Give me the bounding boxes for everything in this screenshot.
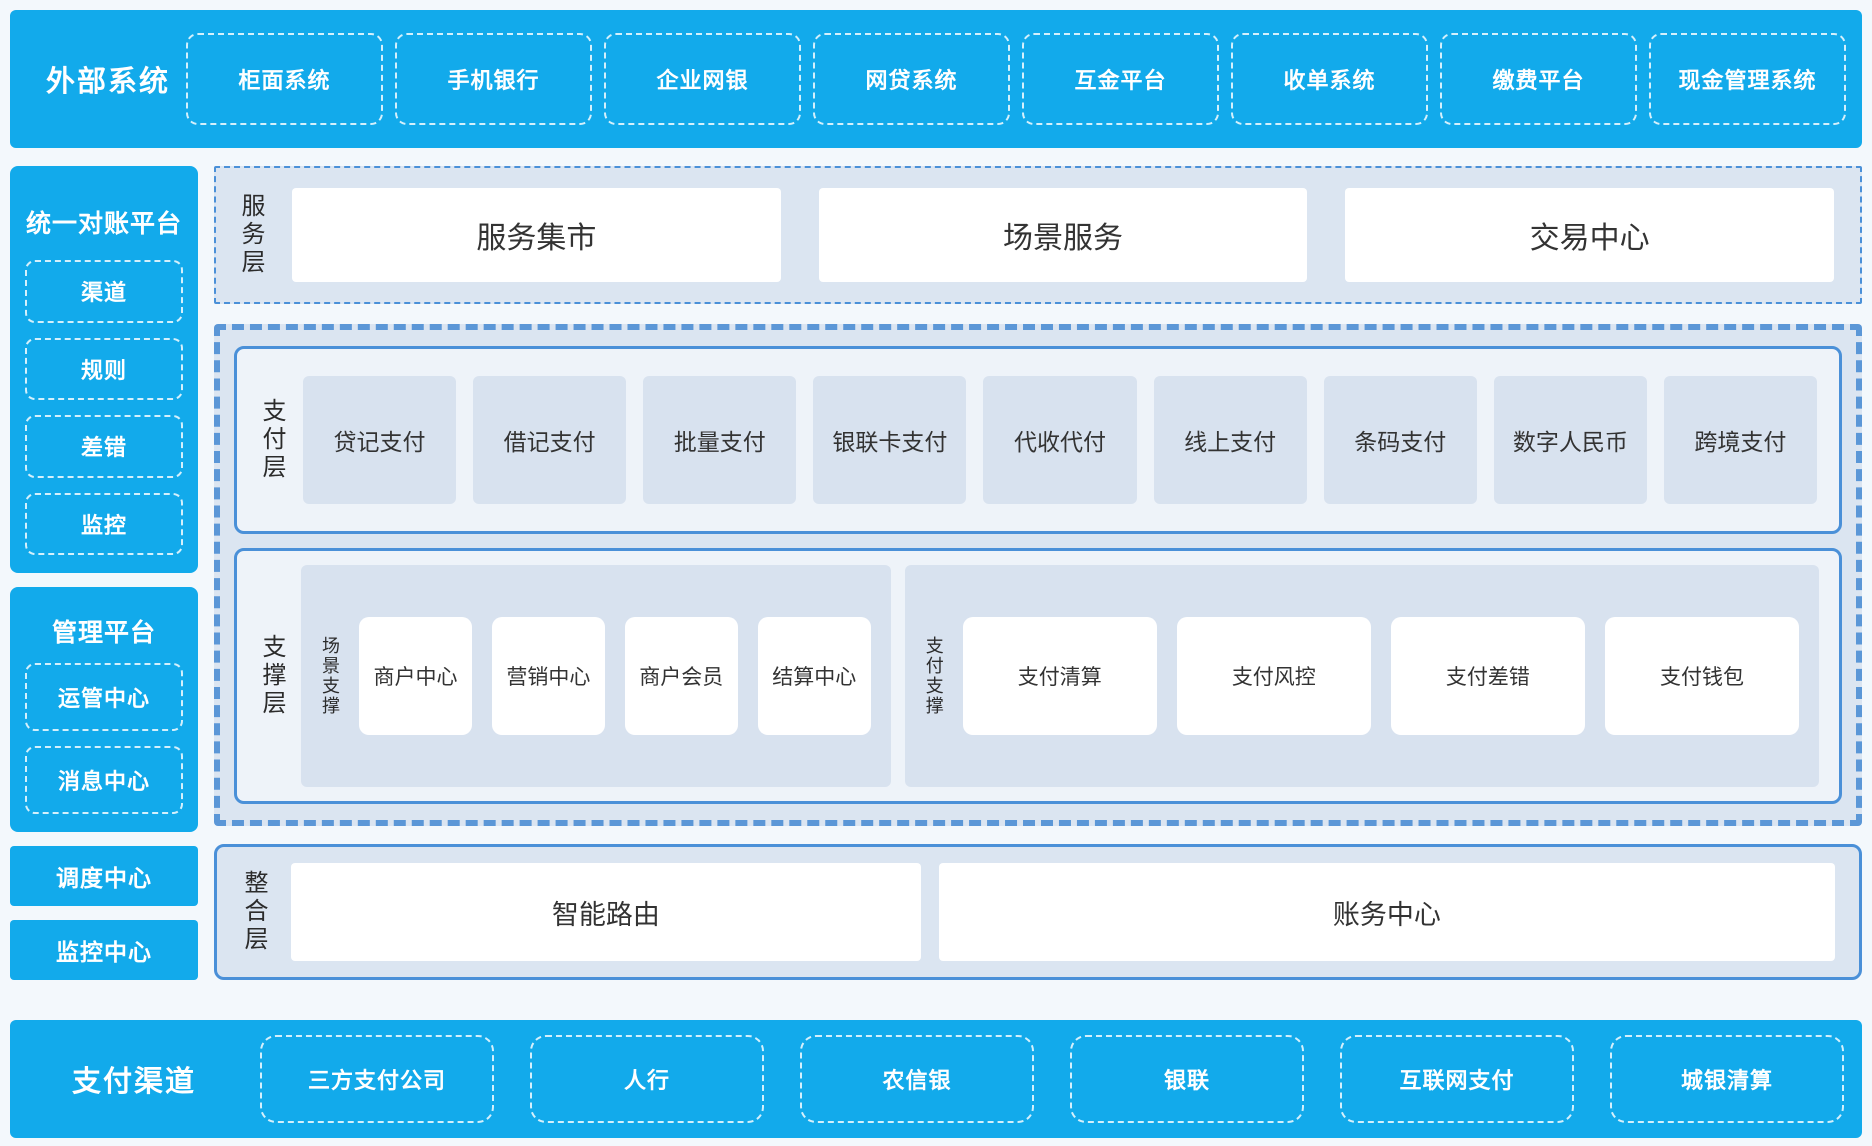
- payment-chip: 线上支付: [1153, 376, 1307, 504]
- payment-chip: 借记支付: [473, 376, 627, 504]
- service-box: 交易中心: [1345, 188, 1835, 282]
- service-box-row: 服务集市场景服务交易中心: [292, 188, 1835, 282]
- reconciliation-chip: 渠道: [25, 260, 183, 323]
- scene-support-label: 场景支撑: [320, 636, 340, 716]
- payment-channel-chip: 三方支付公司: [260, 1035, 495, 1123]
- reconciliation-chip: 差错: [25, 415, 183, 478]
- payment-support-chip: 支付清算: [962, 617, 1157, 735]
- payment-support-chip: 支付差错: [1390, 617, 1585, 735]
- payment-support-chip: 支付钱包: [1604, 617, 1800, 735]
- external-system-chip: 互金平台: [1022, 33, 1220, 125]
- payment-chip: 银联卡支付: [813, 376, 967, 504]
- service-box: 服务集市: [292, 188, 781, 282]
- management-platform-title: 管理平台: [51, 619, 156, 647]
- layers-column: 服务层 服务集市场景服务交易中心 支付层 贷记支付借记支付批量支付银联卡支付代收…: [214, 166, 1862, 980]
- payment-channel-chip: 城银清算: [1610, 1035, 1845, 1123]
- left-sidebar: 统一对账平台 渠道规则差错监控 管理平台 运管中心消息中心 调度中心 监控中心: [10, 166, 198, 980]
- external-systems-chip-row: 柜面系统手机银行企业网银网贷系统互金平台收单系统缴费平台现金管理系统: [186, 33, 1847, 125]
- payment-chip-row: 贷记支付借记支付批量支付银联卡支付代收代付线上支付条码支付数字人民币跨境支付: [303, 376, 1817, 504]
- integration-layer-label: 整合层: [240, 870, 267, 954]
- external-system-chip: 手机银行: [395, 33, 593, 125]
- reconciliation-platform-title: 统一对账平台: [25, 210, 182, 238]
- external-system-chip: 缴费平台: [1440, 33, 1638, 125]
- payment-support-chip: 支付风控: [1176, 617, 1371, 735]
- payment-layer-label: 支付层: [258, 398, 285, 482]
- payment-channel-chip: 互联网支付: [1340, 1035, 1575, 1123]
- scene-support-chip-row: 商户中心营销中心商户会员结算中心: [359, 617, 871, 735]
- integration-layer: 整合层 智能路由 账务中心: [214, 844, 1862, 980]
- payment-support-group: 支付支撑 支付清算支付风控支付差错支付钱包: [904, 565, 1819, 787]
- service-layer: 服务层 服务集市场景服务交易中心: [214, 166, 1862, 304]
- core-layers-container: 支付层 贷记支付借记支付批量支付银联卡支付代收代付线上支付条码支付数字人民币跨境…: [214, 324, 1862, 826]
- external-systems-bar: 外部系统 柜面系统手机银行企业网银网贷系统互金平台收单系统缴费平台现金管理系统: [10, 10, 1862, 148]
- scene-support-chip: 结算中心: [757, 617, 871, 735]
- payment-support-label: 支付支撑: [923, 636, 944, 716]
- external-system-chip: 网贷系统: [813, 33, 1011, 125]
- scene-support-chip: 营销中心: [491, 617, 605, 735]
- scene-support-group: 场景支撑 商户中心营销中心商户会员结算中心: [301, 565, 891, 787]
- payment-layer: 支付层 贷记支付借记支付批量支付银联卡支付代收代付线上支付条码支付数字人民币跨境…: [234, 346, 1842, 534]
- payment-channel-chip: 农信银: [800, 1035, 1035, 1123]
- dispatch-center-box: 调度中心: [10, 846, 198, 906]
- payment-chip: 代收代付: [983, 376, 1137, 504]
- management-chip: 消息中心: [25, 746, 183, 814]
- management-chip-list: 运管中心消息中心: [10, 663, 198, 832]
- reconciliation-chip: 监控: [25, 492, 183, 555]
- service-box: 场景服务: [818, 188, 1308, 282]
- payment-channels-label: 支付渠道: [72, 1066, 197, 1098]
- support-groups: 场景支撑 商户中心营销中心商户会员结算中心 支付支撑 支付清算支付风控支付差错支…: [301, 565, 1819, 787]
- reconciliation-chip: 规则: [25, 337, 183, 400]
- reconciliation-platform-panel: 统一对账平台 渠道规则差错监控: [10, 166, 198, 573]
- payment-channel-chip: 人行: [530, 1035, 765, 1123]
- support-layer: 支撑层 场景支撑 商户中心营销中心商户会员结算中心 支付支撑 支付清算支付风控支…: [234, 548, 1842, 804]
- external-system-chip: 现金管理系统: [1649, 33, 1847, 125]
- payment-channels-bar: 支付渠道 三方支付公司人行农信银银联互联网支付城银清算: [10, 1020, 1862, 1138]
- scene-support-chip: 商户中心: [359, 617, 472, 735]
- integration-box-row: 智能路由 账务中心: [291, 863, 1835, 961]
- main-region: 统一对账平台 渠道规则差错监控 管理平台 运管中心消息中心 调度中心 监控中心 …: [10, 166, 1862, 980]
- payment-channel-chip: 银联: [1070, 1035, 1305, 1123]
- payment-chip: 数字人民币: [1493, 376, 1647, 504]
- monitor-center-box: 监控中心: [10, 920, 198, 980]
- management-platform-panel: 管理平台 运管中心消息中心: [10, 587, 198, 832]
- payment-support-chip-row: 支付清算支付风控支付差错支付钱包: [962, 617, 1800, 735]
- accounting-center-box: 账务中心: [938, 863, 1835, 961]
- payment-chip: 批量支付: [643, 376, 797, 504]
- external-system-chip: 柜面系统: [186, 33, 384, 125]
- payment-chip: 条码支付: [1323, 376, 1477, 504]
- external-system-chip: 企业网银: [604, 33, 802, 125]
- scene-support-chip: 商户会员: [624, 617, 738, 735]
- payment-channels-chip-row: 三方支付公司人行农信银银联互联网支付城银清算: [260, 1035, 1845, 1123]
- reconciliation-chip-list: 渠道规则差错监控: [10, 260, 198, 573]
- payment-chip: 跨境支付: [1663, 376, 1817, 504]
- smart-routing-box: 智能路由: [291, 863, 921, 961]
- external-system-chip: 收单系统: [1231, 33, 1429, 125]
- payment-chip: 贷记支付: [303, 376, 457, 504]
- management-chip: 运管中心: [25, 663, 183, 731]
- support-layer-label: 支撑层: [258, 634, 285, 718]
- service-layer-label: 服务层: [237, 193, 264, 277]
- external-systems-label: 外部系统: [46, 66, 171, 98]
